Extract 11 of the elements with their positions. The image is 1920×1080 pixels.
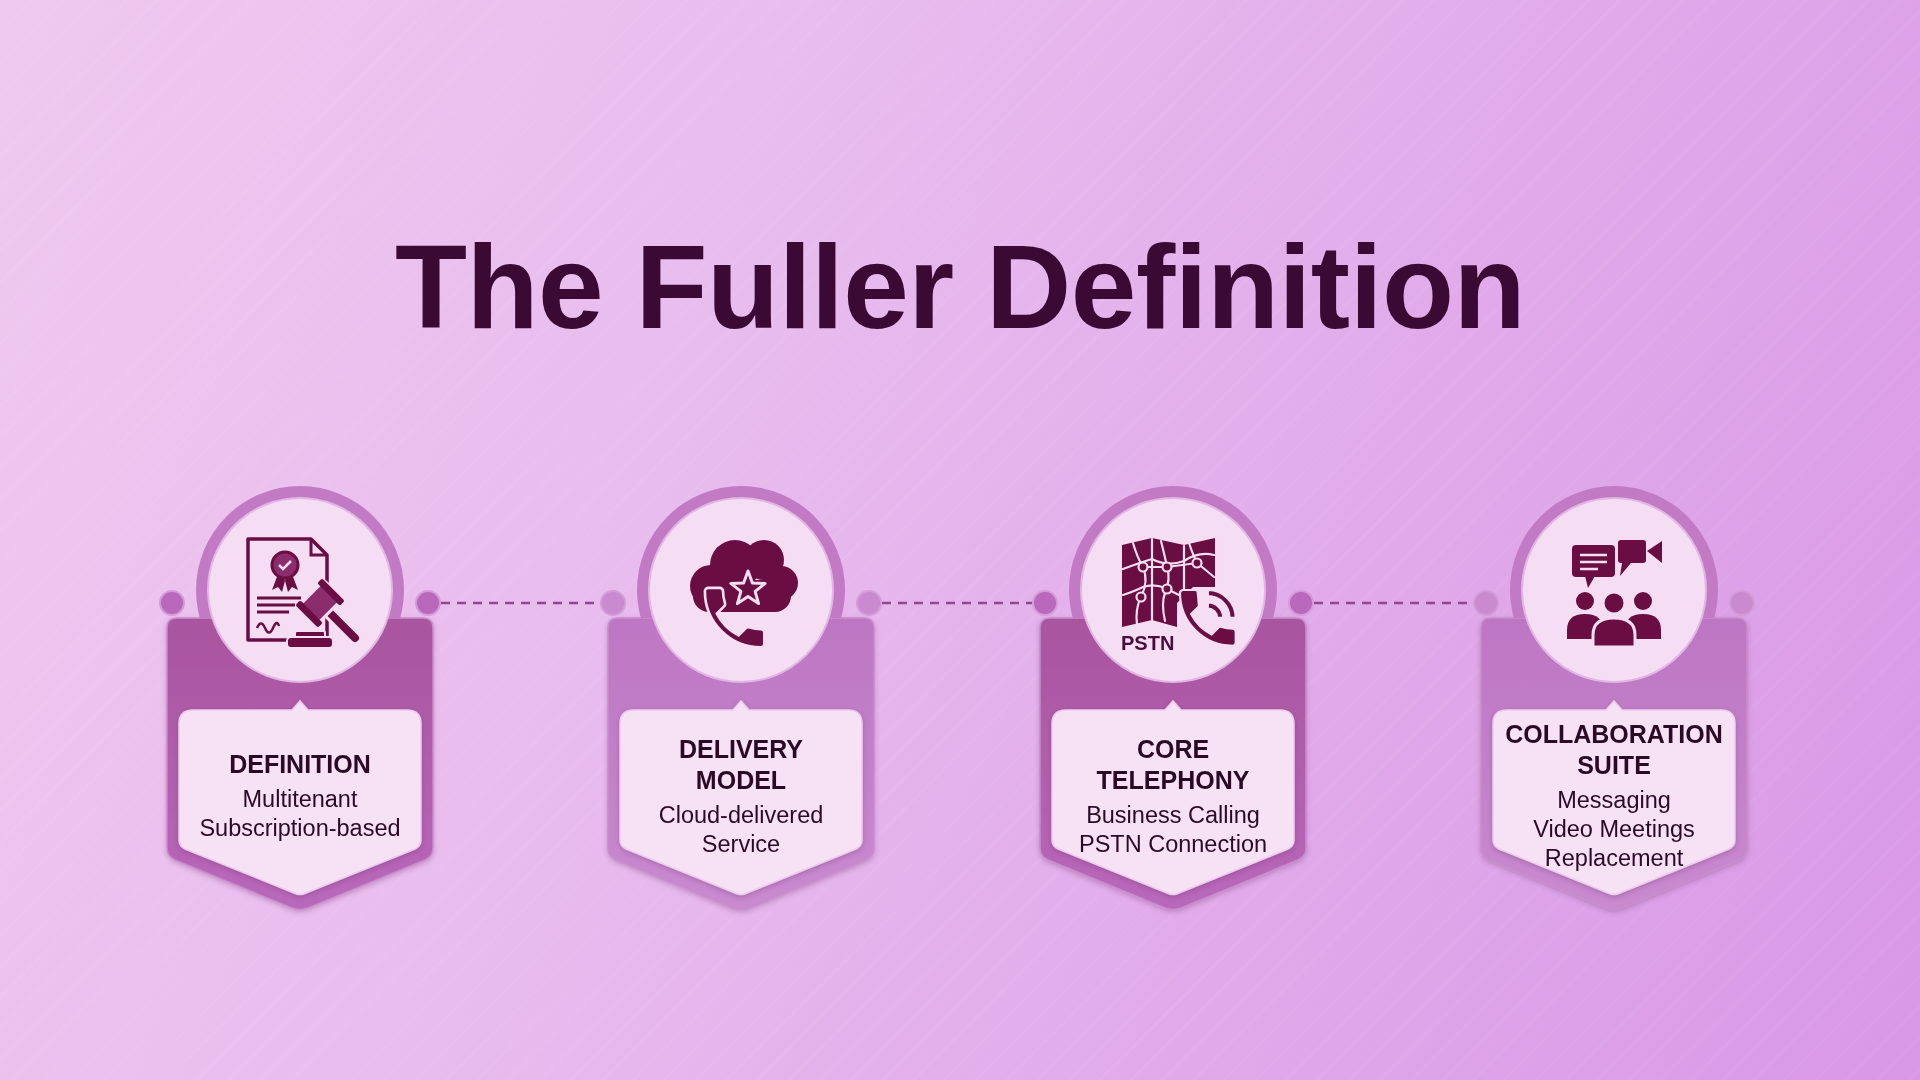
card-description: Business Calling PSTN Connection [1077,800,1269,859]
card-description: Cloud-delivered Service [657,800,825,859]
card-heading: DELIVERY MODEL [677,733,805,796]
card-heading: CORE TELEPHONY [1095,733,1251,796]
card-description: Multitenant Subscription-based [198,785,402,843]
dashed-connector [882,601,1032,605]
card-description: Messaging Video Meetings Replacement [1532,786,1696,873]
icon-label: PSTN [1121,633,1175,653]
diagram-title: The Fuller Definition [394,227,1526,347]
card-heading: COLLABORATION SUITE [1504,719,1724,781]
card-heading: DEFINITION [229,749,371,780]
